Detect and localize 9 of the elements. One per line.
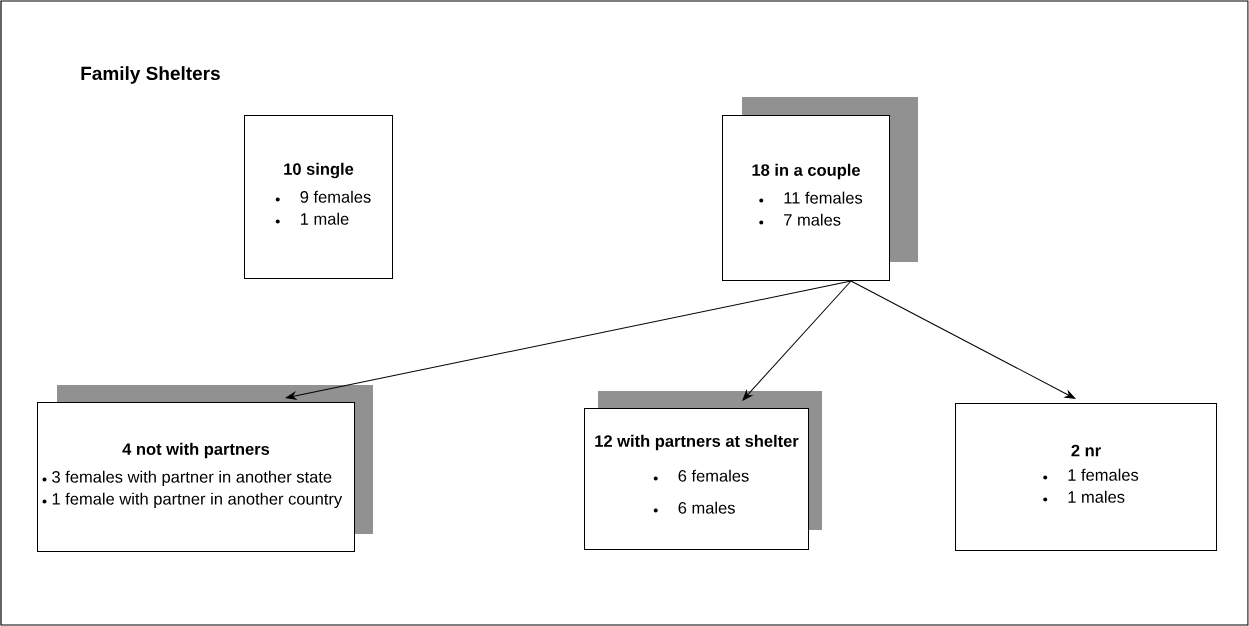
arrow <box>285 280 852 400</box>
text-box: 10 single 9 females 1 male <box>244 115 393 279</box>
arrow <box>850 280 1076 399</box>
text-box: 4 not with partners 3 females with partner in another state 1 female with partner in another country <box>37 402 355 552</box>
title: Family Shelters <box>81 66 220 84</box>
text-box: 18 in a couple 11 females 7 males <box>722 115 890 281</box>
text-box: 12 with partners at shelter 6 females 6 males <box>584 408 809 550</box>
text-box: 2 nr 1 females 1 males <box>955 403 1217 551</box>
arrow <box>742 280 852 401</box>
